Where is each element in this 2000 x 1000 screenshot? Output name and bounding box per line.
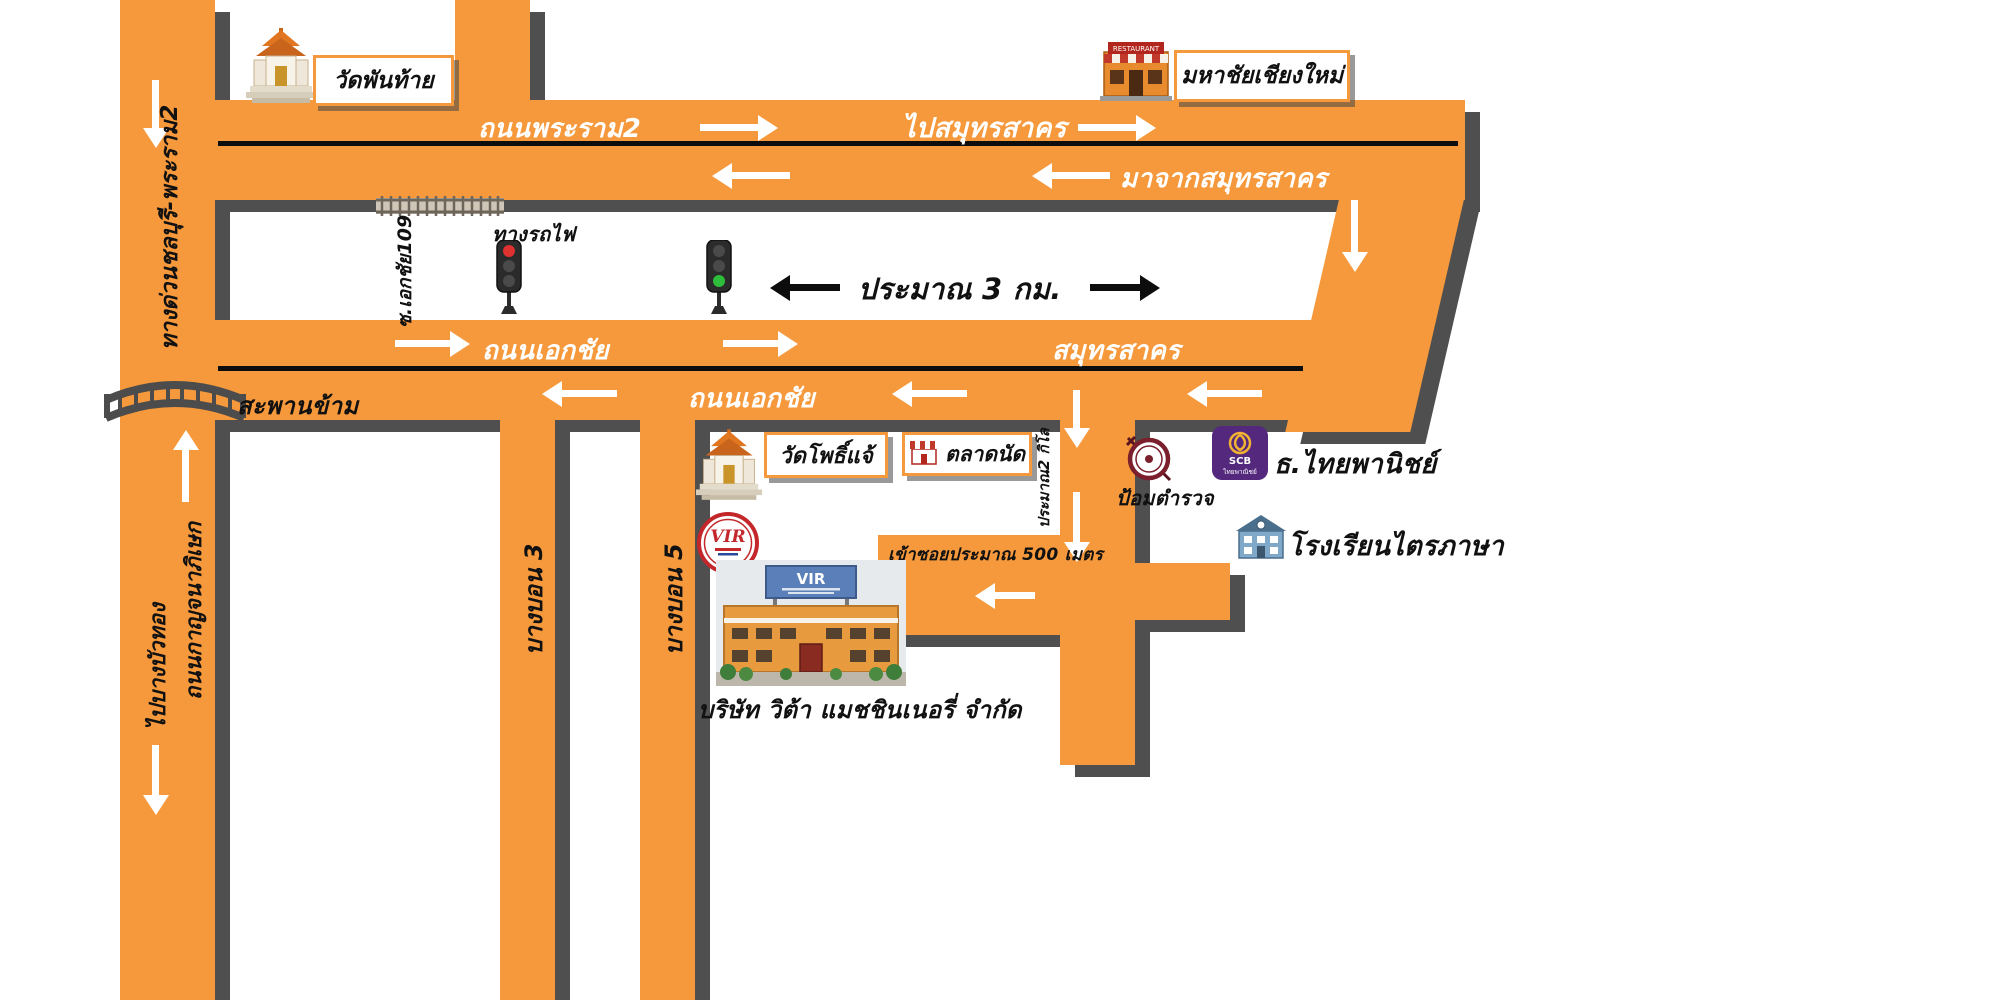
market-icon	[909, 437, 939, 472]
arrow-left-icon	[912, 390, 967, 397]
road-label-soi109: ซ.เอกชัย109	[394, 214, 416, 328]
arrow-right-icon	[700, 124, 758, 131]
arrow-right-icon	[1078, 124, 1136, 131]
place-label: วัดโพธิ์แจ้	[779, 443, 873, 469]
restaurant-icon: RESTAURANT	[1100, 40, 1172, 106]
place-box-market: ตลาดนัด	[902, 432, 1032, 476]
police-label: ป้อมตำรวจ	[1116, 486, 1214, 510]
scb-logo-icon: SCB ไทยพาณิชย์	[1212, 426, 1268, 484]
school-icon	[1236, 513, 1286, 565]
school-label: โรงเรียนไตรภาษา	[1288, 531, 1504, 562]
arrow-right-icon	[723, 340, 778, 347]
place-label: วัดพันท้าย	[333, 67, 434, 94]
road-divider-line	[218, 366, 1303, 371]
place-label: ตลาดนัด	[945, 441, 1025, 466]
arrow-left-black-icon	[790, 284, 840, 291]
road-company-access	[878, 535, 1063, 635]
road-bangbon3	[500, 420, 555, 1000]
road-label-expressway: ทางด่วนชลบุรี-พระราม2	[157, 104, 183, 350]
arrow-down-icon	[1351, 200, 1358, 252]
traffic-light-green-icon	[702, 239, 736, 322]
arrow-left-icon	[1052, 172, 1110, 179]
company-building-photo: VIR	[716, 560, 906, 690]
svg-text:SCB: SCB	[1229, 456, 1251, 467]
road-label-rama2: ถนนพระราม2	[478, 114, 642, 144]
road-label-from-samutsakhon: มาจากสมุทรสาคร	[1120, 164, 1328, 194]
road-label-bangbon3: บางบอน 3	[520, 543, 548, 655]
road-label-bangbuathong: ไปบางบัวทอง	[146, 603, 171, 730]
svg-text:RESTAURANT: RESTAURANT	[1113, 45, 1160, 53]
scb-label: ธ.ไทยพานิชย์	[1274, 449, 1437, 480]
road-rama2-band	[120, 100, 1465, 200]
arrow-left-icon	[562, 390, 617, 397]
arrow-down-icon	[1073, 390, 1080, 428]
place-box-wat-phochae: วัดโพธิ์แจ้	[764, 432, 888, 478]
road-right-stub	[1060, 563, 1230, 620]
arrow-up-icon	[182, 450, 189, 502]
arrow-down-icon	[152, 80, 159, 128]
bridge-label: สะพานข้าม	[237, 392, 359, 420]
road-divider-line	[218, 141, 1458, 146]
svg-text:VIR: VIR	[797, 570, 826, 588]
arrow-left-icon	[1207, 390, 1262, 397]
road-top-stub	[455, 0, 530, 110]
railway-crossing-icon	[376, 194, 504, 222]
svg-text:ไทยพาณิชย์: ไทยพาณิชย์	[1222, 468, 1257, 476]
arrow-left-icon	[732, 172, 790, 179]
road-label-ekachai-lower: ถนนเอกชัย	[688, 384, 815, 414]
enter-soi-label: เข้าซอยประมาณ 500 เมตร	[888, 545, 1104, 565]
railway-label: ทางรถไฟ	[492, 222, 576, 246]
road-label-to-samutsakhon: ไปสมุทรสาคร	[902, 113, 1067, 144]
road-label-ekachai-upper: ถนนเอกชัย	[482, 336, 609, 366]
traffic-light-red-icon	[492, 239, 526, 322]
arrow-right-black-icon	[1090, 284, 1140, 291]
arrow-down-icon	[1073, 492, 1080, 542]
arrow-left-icon	[995, 592, 1035, 599]
company-pin-icon: VIR	[694, 512, 766, 608]
place-box-wat-phanthai: วัดพันท้าย	[313, 55, 454, 106]
place-label: มหาชัยเชียงใหม่	[1180, 63, 1344, 89]
temple-icon	[246, 26, 316, 108]
place-box-restaurant: มหาชัยเชียงใหม่	[1174, 50, 1350, 102]
bridge-icon	[104, 360, 246, 436]
road-label-kanchanaphisek: ถนนกาญจนาภิเษก	[182, 522, 207, 700]
distance-2km-label: ประมาณ2 กิโล	[1035, 428, 1053, 528]
road-label-samutsakhon: สมุทรสาคร	[1052, 336, 1181, 366]
police-badge-icon	[1125, 435, 1172, 486]
road-bangbon5	[640, 420, 695, 1000]
distance-3km-label: ประมาณ 3 กม.	[858, 272, 1062, 306]
road-label-bangbon5: บางบอน 5	[660, 543, 688, 655]
company-label: บริษัท วิต้า แมชชินเนอรี่ จำกัด	[698, 696, 1022, 724]
svg-text:VIR: VIR	[710, 527, 745, 547]
arrow-down-icon	[152, 745, 159, 795]
arrow-right-icon	[395, 340, 450, 347]
temple-icon	[696, 424, 762, 508]
